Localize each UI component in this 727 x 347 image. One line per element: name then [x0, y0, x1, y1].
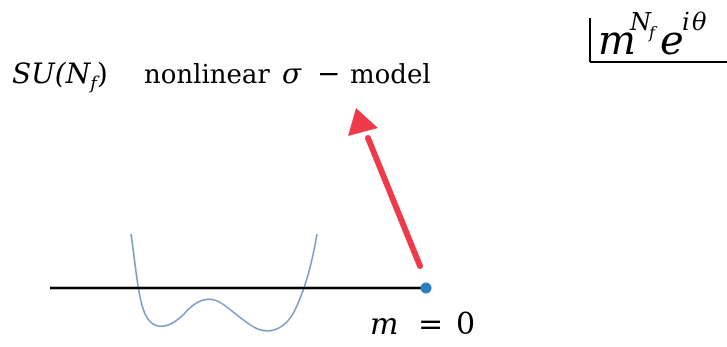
- model-label-su: SU(Nf): [12, 57, 108, 94]
- mass-label-equals: =: [418, 307, 443, 342]
- corner-exponent-sub-f: f: [648, 23, 658, 42]
- mass-label-value: 0: [456, 307, 475, 342]
- mass-label-symbol: m: [370, 307, 398, 342]
- corner-exponent-n: N: [629, 8, 652, 36]
- flow-arrow: [348, 108, 423, 269]
- double-well-potential-curve: [130, 233, 318, 332]
- model-label-group-prefix: SU(: [12, 57, 67, 90]
- corner-mass-phase-term: m N f e i θ: [589, 8, 727, 64]
- model-label-sigma: σ: [282, 57, 302, 90]
- corner-exponential-e: e: [660, 18, 684, 64]
- model-label-group-suffix: ): [97, 57, 108, 90]
- flow-arrow-head: [348, 108, 378, 136]
- massless-point-marker: [420, 282, 432, 294]
- model-label: SU(Nf) nonlinear σ − model: [12, 57, 431, 94]
- flow-arrow-shaft: [365, 135, 423, 269]
- corner-phase-i: i: [682, 8, 690, 36]
- model-label-model: model: [350, 60, 431, 90]
- model-label-nonlinear: nonlinear: [144, 60, 270, 90]
- corner-base-m: m: [598, 18, 636, 64]
- corner-phase-theta: θ: [692, 8, 707, 36]
- model-label-group-n: N: [65, 57, 92, 90]
- model-label-dash: −: [317, 57, 340, 90]
- mass-zero-label: m = 0: [370, 307, 475, 342]
